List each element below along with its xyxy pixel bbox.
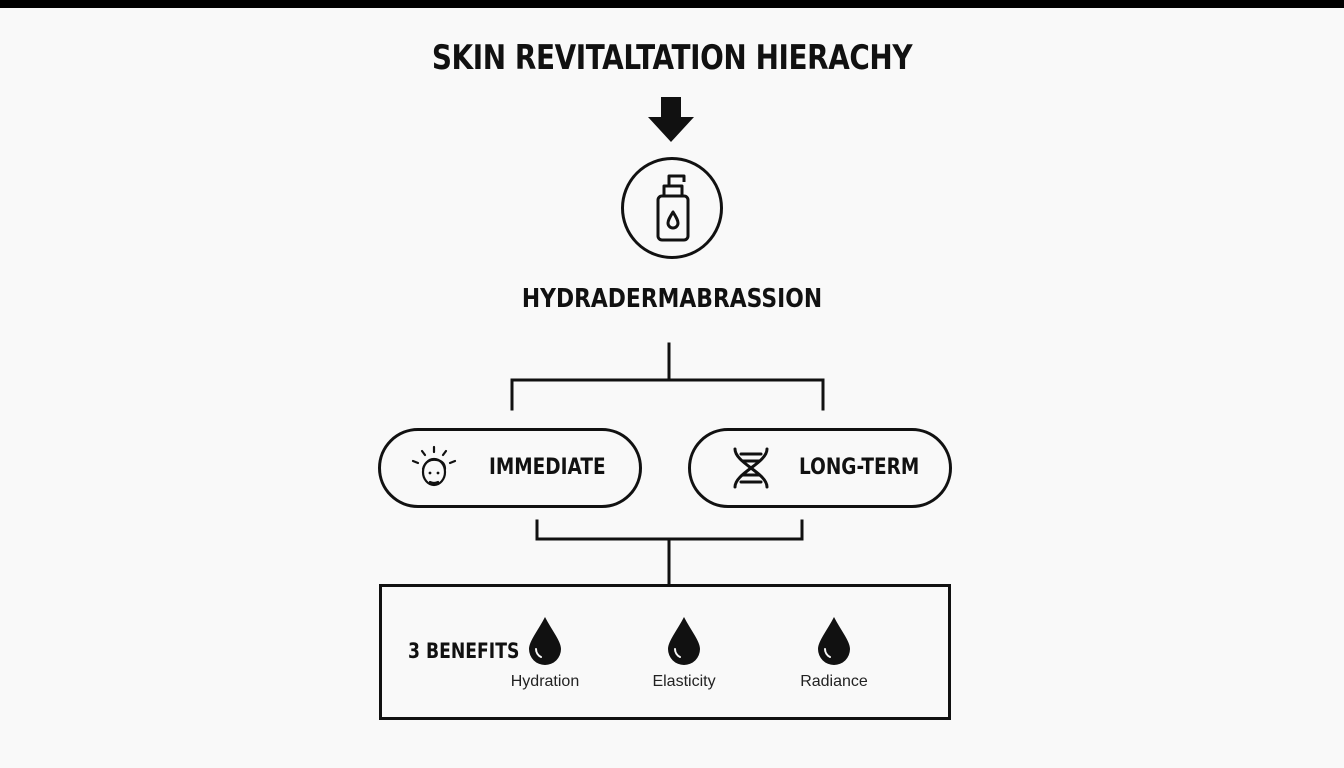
benefits-title: 3 BENEFITS — [408, 639, 520, 663]
top-border — [0, 0, 1344, 8]
benefit-elasticity: Elasticity — [624, 615, 744, 691]
water-drop-icon — [668, 617, 700, 665]
root-node-label: HYDRADERMABRASSION — [521, 284, 823, 314]
benefit-label: Radiance — [800, 673, 868, 690]
diagram-title: SKIN REVITALTATION HIERACHY — [431, 38, 913, 78]
benefit-hydration: Hydration — [485, 615, 605, 691]
serum-bottle-icon — [656, 174, 690, 242]
root-node-circle — [621, 157, 723, 259]
branch-long-term-label: LONG-TERM — [799, 455, 920, 480]
branch-long-term: LONG-TERM — [688, 428, 952, 508]
merge-connector — [535, 519, 804, 586]
benefit-label: Hydration — [510, 673, 580, 690]
branch-immediate: IMMEDIATE — [378, 428, 642, 508]
benefits-box: 3 BENEFITS Hydration Elasticity Radiance — [379, 584, 951, 720]
dna-icon — [733, 447, 769, 489]
water-drop-icon — [818, 617, 850, 665]
root-connector — [510, 342, 825, 411]
glowing-face-icon — [411, 445, 457, 487]
branch-immediate-label: IMMEDIATE — [489, 455, 606, 480]
down-arrow-icon — [648, 97, 694, 142]
water-drop-icon — [529, 617, 561, 665]
benefit-radiance: Radiance — [774, 615, 894, 691]
benefit-label: Elasticity — [652, 673, 716, 690]
